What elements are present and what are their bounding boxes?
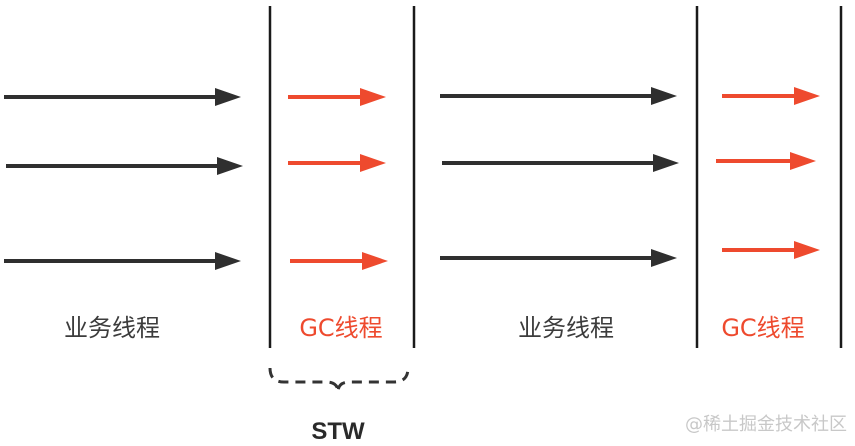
business-thread-label: 业务线程 [518,314,614,342]
arrowhead [217,157,243,175]
stw-label: STW [311,418,365,445]
arrowhead [362,252,388,270]
arrowhead [653,154,679,172]
arrowhead [360,88,386,106]
arrowhead [651,249,677,267]
arrowhead [651,87,677,105]
watermark-text: @稀土掘金技术社区 [685,414,847,435]
arrowhead [360,154,386,172]
gc-thread-label: GC线程 [299,314,383,342]
stw-brace [268,367,410,393]
arrowhead [790,152,816,170]
arrowhead [215,88,241,106]
business-thread-label: 业务线程 [64,314,160,342]
arrowhead [794,241,820,259]
arrowhead [215,252,241,270]
gc-thread-label: GC线程 [721,314,805,342]
arrowhead [794,87,820,105]
